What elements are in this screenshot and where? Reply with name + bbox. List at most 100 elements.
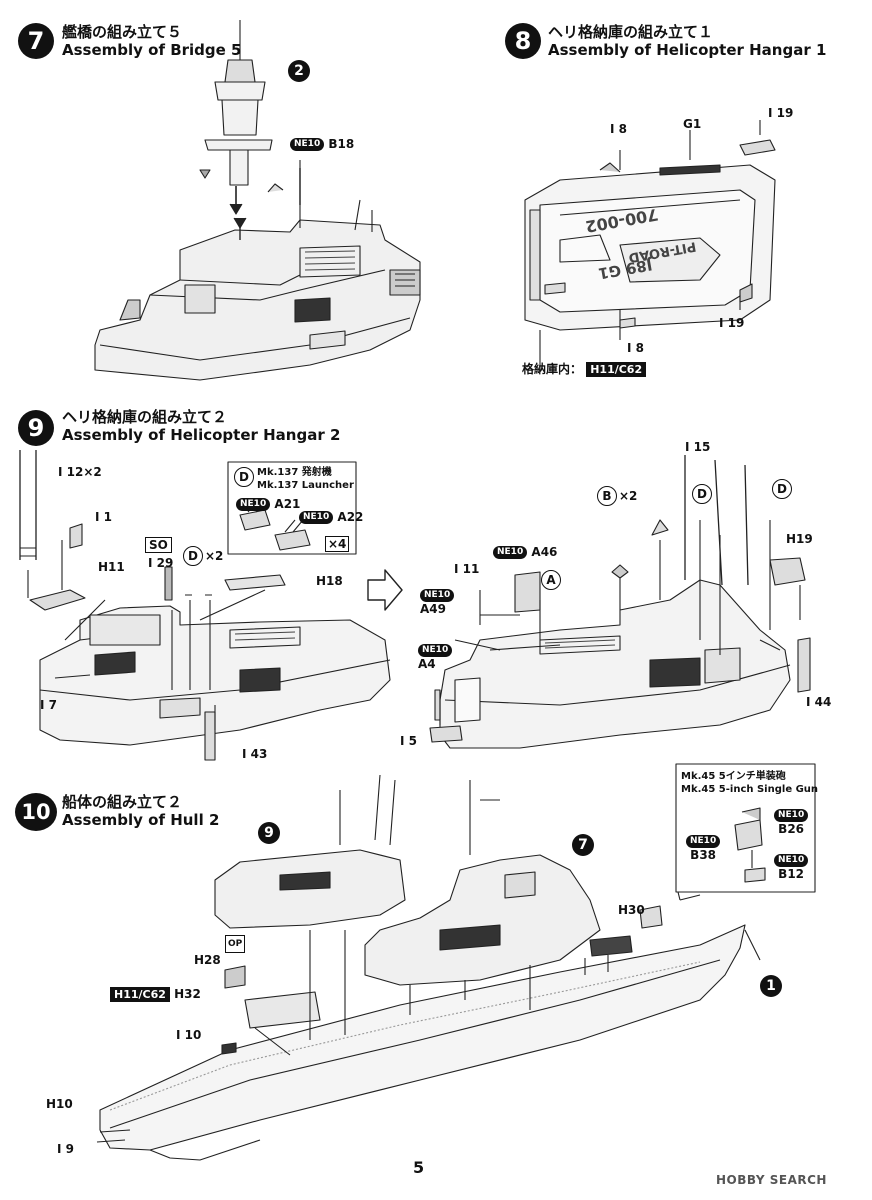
b12-text: B12 [778, 867, 805, 881]
part-i15: I 15 [685, 440, 711, 454]
part-a46: NE10 A46 [493, 545, 557, 559]
part-h30: H30 [618, 903, 645, 917]
a46-text: A46 [531, 545, 558, 559]
mk45-b12: NE10 B12 [774, 853, 809, 881]
part-a49: NE10 A49 [420, 588, 455, 616]
a21-text: A21 [274, 497, 301, 511]
ref-d-right-1: D [692, 484, 712, 504]
mk137-a21: NE10 A21 [236, 497, 300, 511]
ne10-badge: NE10 [299, 511, 334, 524]
color-tag-h11-c62: H11/C62 [110, 987, 170, 1002]
ref-step-9: 9 [258, 822, 280, 844]
ne10-badge: NE10 [774, 809, 809, 822]
step-10-title: 船体の組み立て２ Assembly of Hull 2 [62, 793, 219, 829]
part-h11: H11 [98, 560, 125, 574]
mk45-title-jp: Mk.45 5インチ単装砲 [681, 771, 786, 782]
step-9-number: 9 [18, 410, 54, 446]
mk137-ref-d: D [234, 467, 254, 487]
part-i10: I 10 [176, 1028, 202, 1042]
mk45-b38: NE10 B38 [686, 834, 721, 862]
part-h19: H19 [786, 532, 813, 546]
ref-step-2: 2 [288, 60, 310, 82]
part-i8-top: I 8 [610, 122, 627, 136]
step-9-title-en: Assembly of Helicopter Hangar 2 [62, 426, 341, 444]
step-10-title-en: Assembly of Hull 2 [62, 811, 220, 829]
a22-text: A22 [337, 510, 364, 524]
h32-text: H32 [174, 987, 201, 1001]
part-h32: H11/C62 H32 [110, 987, 201, 1002]
step-7-number: 7 [18, 23, 54, 59]
part-a4: NE10 A4 [418, 643, 453, 671]
step-8-number: 8 [505, 23, 541, 59]
step-8-title-en: Assembly of Helicopter Hangar 1 [548, 41, 827, 59]
a49-text: A49 [420, 602, 446, 616]
b26-text: B26 [778, 822, 805, 836]
color-tag-h11-c62: H11/C62 [586, 362, 647, 377]
ne10-badge: NE10 [774, 854, 809, 867]
part-i29: I 29 [148, 556, 174, 570]
part-i12: I 12×2 [58, 465, 102, 479]
part-h18: H18 [316, 574, 343, 588]
ne10-badge: NE10 [686, 835, 721, 848]
step-7-title: 艦橋の組み立て５ Assembly of Bridge 5 [62, 23, 241, 59]
part-b18-label: NE10 B18 [290, 137, 354, 151]
mk137-a22: NE10 A22 [299, 510, 363, 524]
mk45-b26: NE10 B26 [774, 808, 809, 836]
part-i43: I 43 [242, 747, 268, 761]
part-i19-top: I 19 [768, 106, 794, 120]
ref-step-7: 7 [572, 834, 594, 856]
part-i5: I 5 [400, 734, 417, 748]
part-i8-bottom: I 8 [627, 341, 644, 355]
ref-a: A [541, 570, 561, 590]
step-7-title-jp: 艦橋の組み立て５ [62, 23, 183, 41]
bridge-drawing [94, 20, 421, 381]
step-7-title-en: Assembly of Bridge 5 [62, 41, 242, 59]
ref-b: B [597, 486, 617, 506]
ne10-badge: NE10 [290, 138, 325, 151]
part-h10: H10 [46, 1097, 73, 1111]
part-i9: I 9 [57, 1142, 74, 1156]
sequence-arrow [367, 569, 403, 611]
hull-drawing [96, 774, 761, 1161]
ne10-badge: NE10 [493, 546, 528, 559]
ne10-badge: NE10 [420, 589, 455, 602]
page-number: 5 [413, 1158, 425, 1177]
step-8-title: ヘリ格納庫の組み立て１ Assembly of Helicopter Hanga… [548, 23, 826, 59]
watermark: HOBBY SEARCH [716, 1173, 827, 1187]
b38-text: B38 [690, 848, 717, 862]
mk137-x4: ×4 [325, 536, 350, 552]
hangar2-left-drawing [19, 450, 391, 761]
part-g1: G1 [683, 117, 702, 131]
hangar-interior-label: 格納庫内： [522, 362, 583, 376]
step-8-title-jp: ヘリ格納庫の組み立て１ [548, 23, 714, 41]
ref-d-left-mult: ×2 [205, 549, 224, 563]
hangar1-drawing [524, 120, 776, 370]
b18-text: B18 [328, 137, 355, 151]
ne10-badge: NE10 [236, 498, 271, 511]
part-i19-bottom: I 19 [719, 316, 745, 330]
op-badge: OP [225, 935, 246, 953]
step-10-title-jp: 船体の組み立て２ [62, 793, 183, 811]
part-i11: I 11 [454, 562, 480, 576]
step-9-title-jp: ヘリ格納庫の組み立て２ [62, 408, 228, 426]
part-i44: I 44 [806, 695, 832, 709]
part-i1: I 1 [95, 510, 112, 524]
mk137-title-en: Mk.137 Launcher [257, 480, 354, 491]
ref-d-right-2: D [772, 479, 792, 499]
step-9-title: ヘリ格納庫の組み立て２ Assembly of Helicopter Hanga… [62, 408, 340, 444]
mk45-box-drawing [675, 763, 816, 901]
mk45-title-en: Mk.45 5-inch Single Gun [681, 784, 819, 795]
part-h28: H28 [194, 953, 221, 967]
mk137-title-jp: Mk.137 発射機 [257, 467, 332, 478]
so-badge: SO [145, 537, 172, 553]
hangar2-right-drawing [429, 455, 811, 749]
ref-b-mult: ×2 [619, 489, 638, 503]
ref-step-1: 1 [760, 975, 782, 997]
hangar-interior-color: 格納庫内： H11/C62 [522, 362, 647, 377]
a4-text: A4 [418, 657, 436, 671]
part-i7: I 7 [40, 698, 57, 712]
ne10-badge: NE10 [418, 644, 453, 657]
step-10-number: 10 [15, 793, 57, 831]
ref-d-left: D [183, 546, 203, 566]
